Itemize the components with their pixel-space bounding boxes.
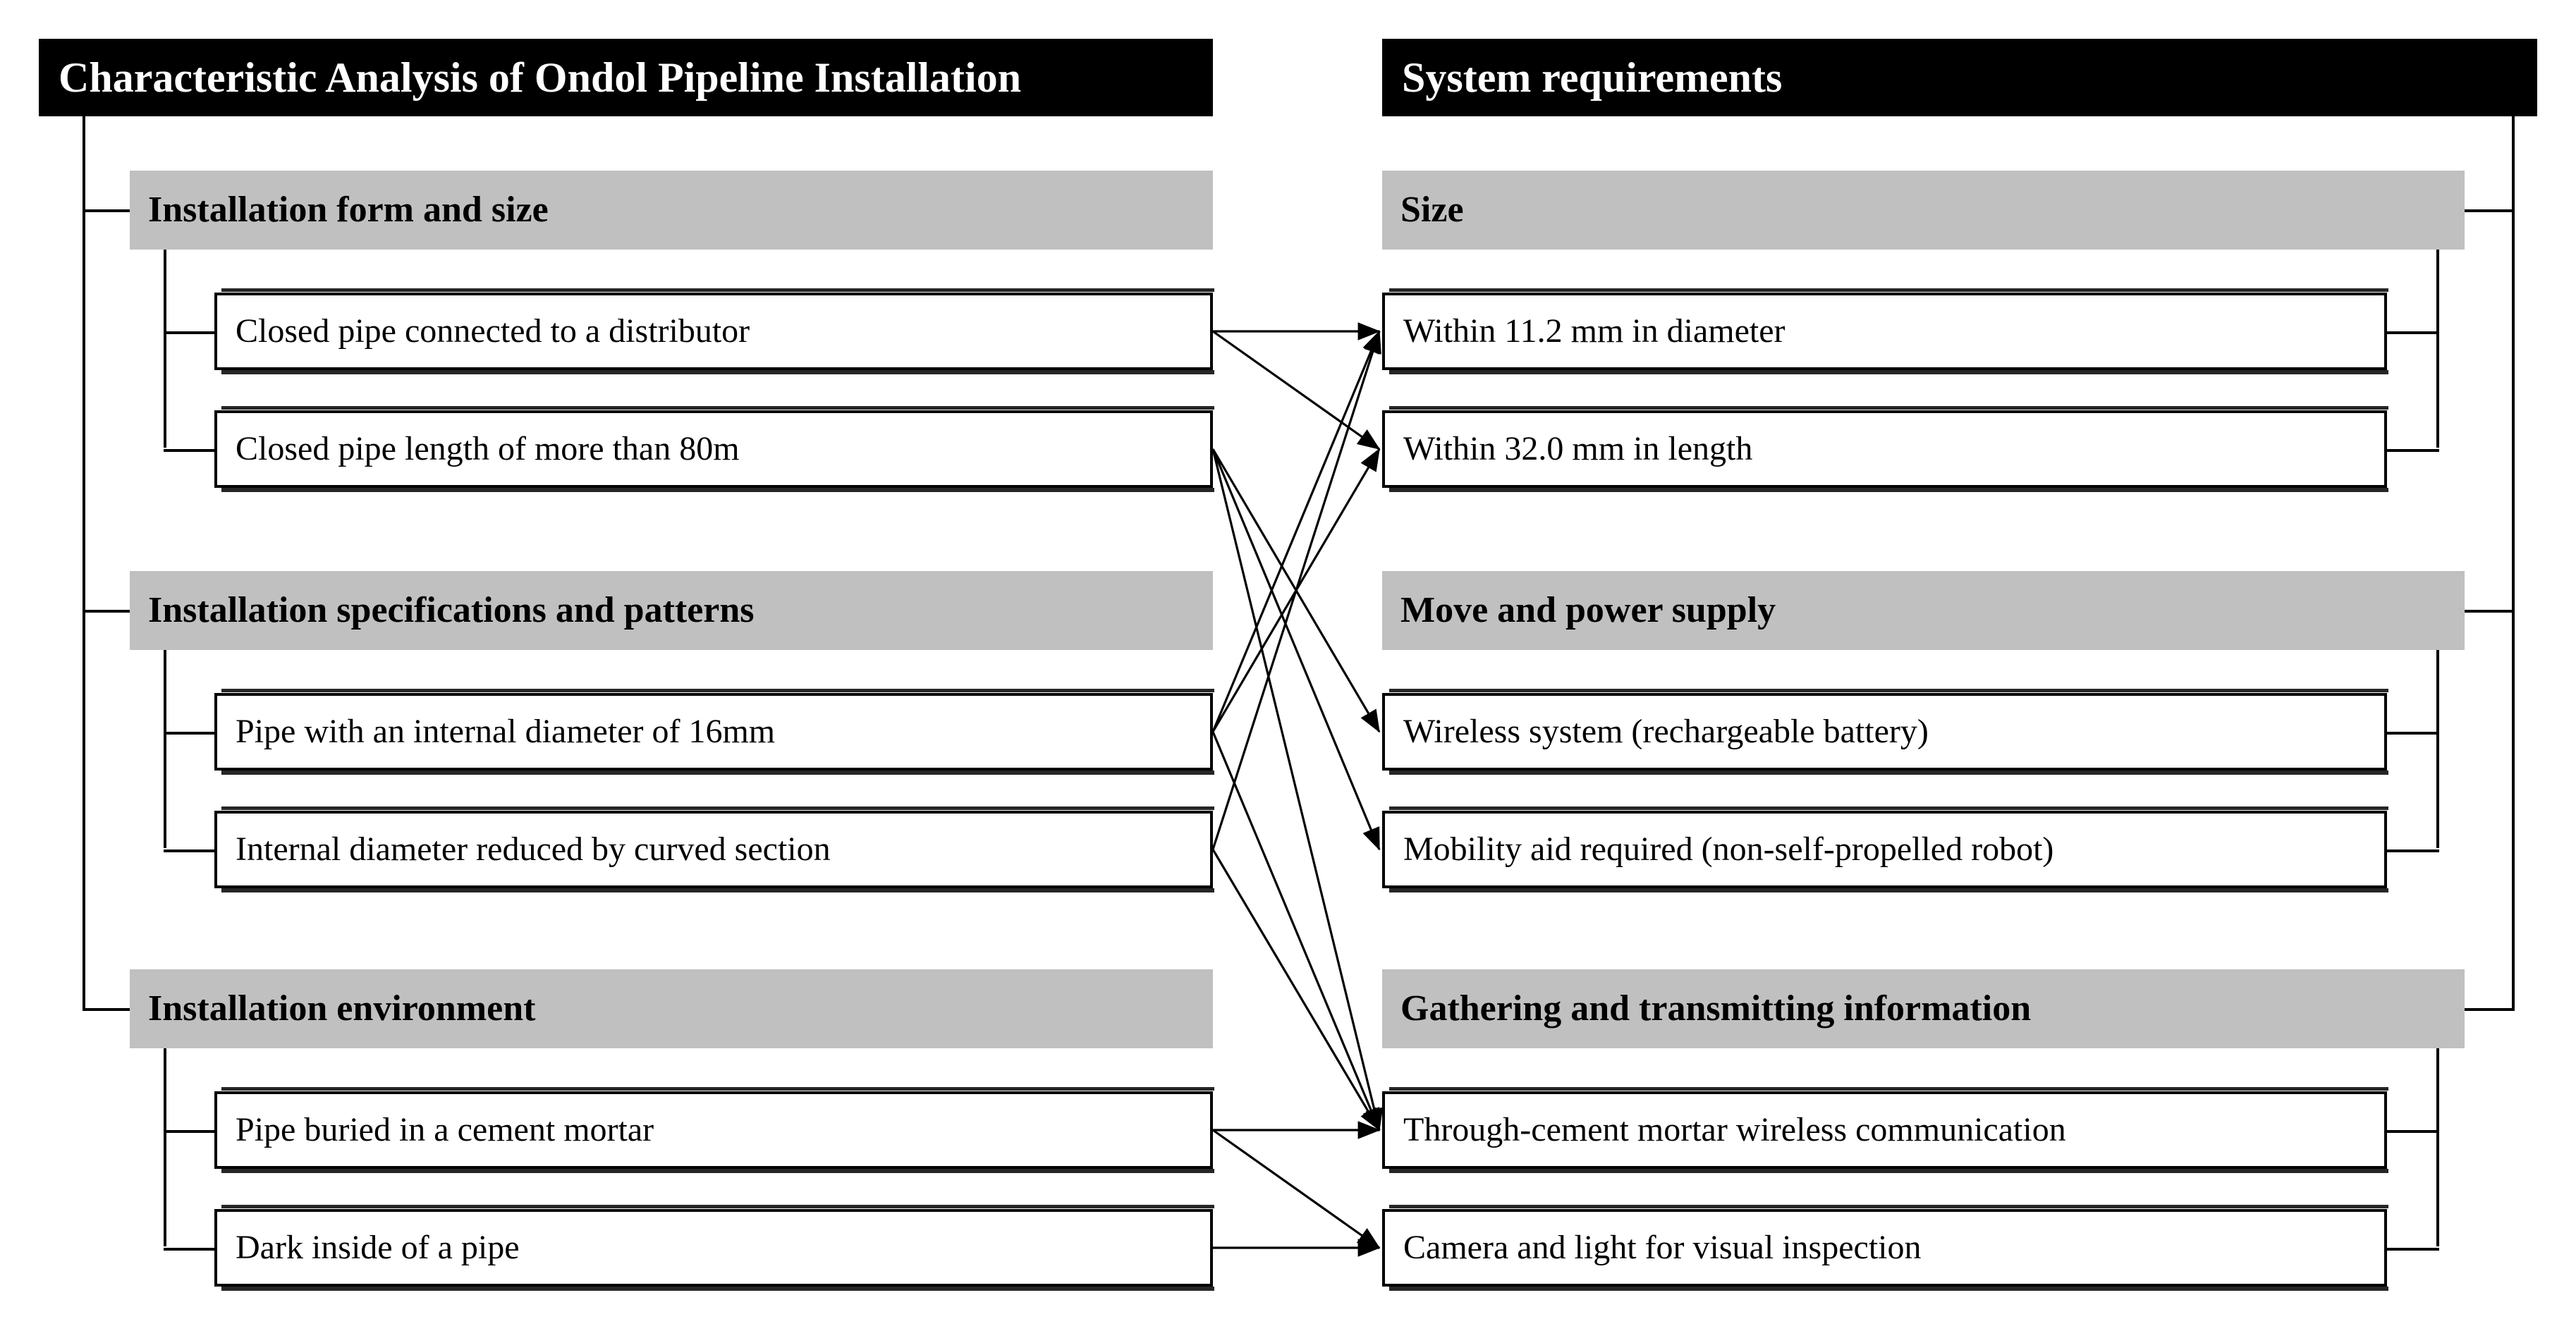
- left-leaf-dark-inside-pipe: Dark inside of a pipe: [214, 1205, 1214, 1291]
- left-leaf-internal-diameter-16mm: Pipe with an internal diameter of 16mm: [214, 689, 1214, 775]
- right-group-2-branch-1: [2387, 1248, 2439, 1251]
- left-group-2-branch-1: [164, 1248, 214, 1251]
- right-group-0-header: Size: [1382, 171, 2465, 250]
- left-leaf-pipe-buried-mortar: Pipe buried in a cement mortar: [214, 1087, 1214, 1173]
- right-group-0-spine: [2436, 250, 2439, 448]
- mapping-arrow: [1211, 330, 1381, 850]
- mapping-arrow: [1211, 731, 1381, 1131]
- right-group-1-header: Move and power supply: [1382, 571, 2465, 650]
- left-group-1-header: Installation specifications and patterns: [130, 571, 1213, 650]
- left-group-1-branch-1: [164, 849, 214, 852]
- left-leaf-diameter-reduced-curved: Internal diameter reduced by curved sect…: [214, 806, 1214, 892]
- left-main-spine: [83, 116, 85, 1010]
- mapping-arrow: [1211, 448, 1381, 733]
- right-group-2-title: Gathering and transmitting information: [1400, 988, 2032, 1029]
- right-leaf-0-1-label: Within 32.0 mm in length: [1403, 430, 1753, 467]
- right-group-2-spine: [2436, 1048, 2439, 1246]
- right-leaf-2-1-label: Camera and light for visual inspection: [1403, 1229, 1922, 1266]
- right-branch-group-1: [2465, 610, 2515, 613]
- left-leaf-pipe-distributor: Closed pipe connected to a distributor: [214, 288, 1214, 374]
- left-group-0-title: Installation form and size: [148, 190, 549, 230]
- mapping-arrow: [1212, 330, 1381, 450]
- right-main-spine: [2512, 116, 2515, 1010]
- right-group-2-header: Gathering and transmitting information: [1382, 969, 2465, 1048]
- right-leaf-2-0-label: Through-cement mortar wireless communica…: [1403, 1111, 2066, 1148]
- right-group-2-branch-0: [2387, 1130, 2439, 1133]
- right-group-0-branch-1: [2387, 449, 2439, 452]
- mapping-arrow: [1212, 1129, 1381, 1249]
- mapping-arrow: [1211, 448, 1381, 851]
- right-leaf-mobility-aid: Mobility aid required (non-self-propelle…: [1382, 806, 2388, 892]
- left-leaf-1-1-label: Internal diameter reduced by curved sect…: [236, 830, 831, 868]
- left-group-0-branch-1: [164, 449, 214, 452]
- mapping-arrow: [1211, 448, 1381, 732]
- right-group-1-spine: [2436, 650, 2439, 848]
- right-leaf-wireless-system: Wireless system (rechargeable battery): [1382, 689, 2388, 775]
- right-group-0-branch-0: [2387, 331, 2439, 334]
- right-leaf-through-cement-mortar: Through-cement mortar wireless communica…: [1382, 1087, 2388, 1173]
- left-branch-group-0: [83, 209, 130, 212]
- left-group-0-header: Installation form and size: [130, 171, 1213, 250]
- right-leaf-1-1-label: Mobility aid required (non-self-propelle…: [1403, 830, 2054, 868]
- left-group-0-spine: [164, 250, 166, 448]
- right-branch-group-0: [2465, 209, 2515, 212]
- mapping-arrow: [1211, 849, 1381, 1131]
- left-leaf-0-1-label: Closed pipe length of more than 80m: [236, 430, 740, 467]
- mapping-arrow: [1211, 448, 1384, 1131]
- right-group-1-branch-0: [2387, 732, 2439, 735]
- left-leaf-pipe-length: Closed pipe length of more than 80m: [214, 406, 1214, 492]
- right-leaf-within-32-0mm: Within 32.0 mm in length: [1382, 406, 2388, 492]
- right-banner: System requirements: [1382, 39, 2537, 116]
- left-leaf-2-0-label: Pipe buried in a cement mortar: [236, 1111, 654, 1148]
- left-branch-group-1: [83, 610, 130, 613]
- right-group-1-title: Move and power supply: [1400, 590, 1776, 630]
- left-leaf-2-1-label: Dark inside of a pipe: [236, 1229, 520, 1266]
- left-group-2-spine: [164, 1048, 166, 1246]
- left-group-1-branch-0: [164, 732, 214, 735]
- right-leaf-camera-and-light: Camera and light for visual inspection: [1382, 1205, 2388, 1291]
- right-group-1-branch-1: [2387, 849, 2439, 852]
- left-banner: Characteristic Analysis of Ondol Pipelin…: [39, 39, 1213, 116]
- left-leaf-1-0-label: Pipe with an internal diameter of 16mm: [236, 713, 776, 750]
- right-leaf-within-11-2mm: Within 11.2 mm in diameter: [1382, 288, 2388, 374]
- mapping-arrow: [1211, 330, 1381, 732]
- left-leaf-0-0-label: Closed pipe connected to a distributor: [236, 312, 750, 350]
- left-group-1-title: Installation specifications and patterns: [148, 590, 755, 630]
- left-group-2-header: Installation environment: [130, 969, 1213, 1048]
- right-group-0-title: Size: [1400, 190, 1464, 230]
- right-leaf-1-0-label: Wireless system (rechargeable battery): [1403, 713, 1929, 750]
- left-group-0-branch-0: [164, 331, 214, 334]
- left-banner-title: Characteristic Analysis of Ondol Pipelin…: [59, 54, 1022, 101]
- right-branch-group-2: [2465, 1008, 2515, 1011]
- left-group-2-branch-0: [164, 1130, 214, 1133]
- right-leaf-0-0-label: Within 11.2 mm in diameter: [1403, 312, 1786, 350]
- left-branch-group-2: [83, 1008, 130, 1011]
- left-group-1-spine: [164, 650, 166, 848]
- left-group-2-title: Installation environment: [148, 988, 536, 1029]
- right-banner-title: System requirements: [1402, 54, 1783, 101]
